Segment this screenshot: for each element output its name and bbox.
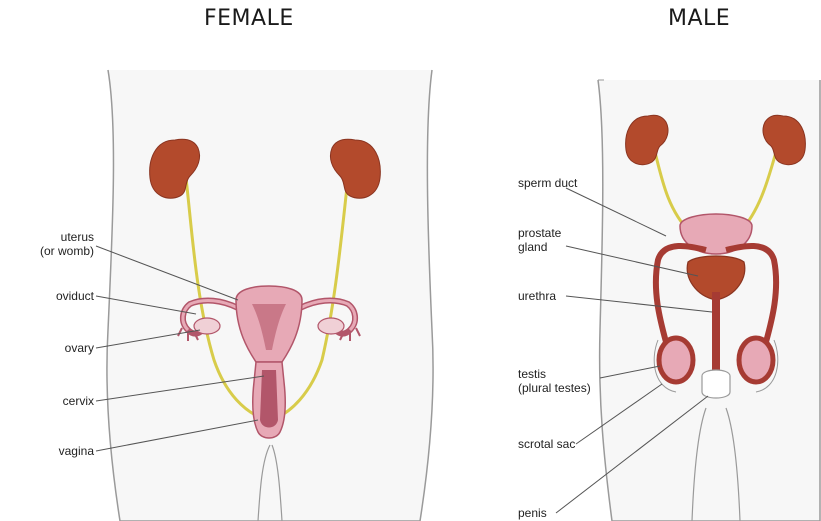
label-testis-line1: testis [518,367,591,381]
label-ovary: ovary [14,341,94,355]
label-testis: testis (plural testes) [518,367,591,395]
label-uterus: uterus (or womb) [14,230,94,258]
label-scrotal-sac: scrotal sac [518,437,575,451]
label-oviduct: oviduct [14,289,94,303]
label-prostate-gland: prostate gland [518,226,561,254]
label-urethra: urethra [518,289,556,303]
label-cervix: cervix [14,394,94,408]
label-uterus-line2: (or womb) [14,244,94,258]
label-penis: penis [518,506,547,520]
label-prostate-line1: prostate [518,226,561,240]
label-vagina: vagina [14,444,94,458]
label-sperm-duct: sperm duct [518,176,577,190]
male-title: MALE [668,6,730,31]
label-prostate-line2: gland [518,240,561,254]
female-title: FEMALE [204,6,294,31]
label-uterus-line1: uterus [14,230,94,244]
label-testis-line2: (plural testes) [518,381,591,395]
